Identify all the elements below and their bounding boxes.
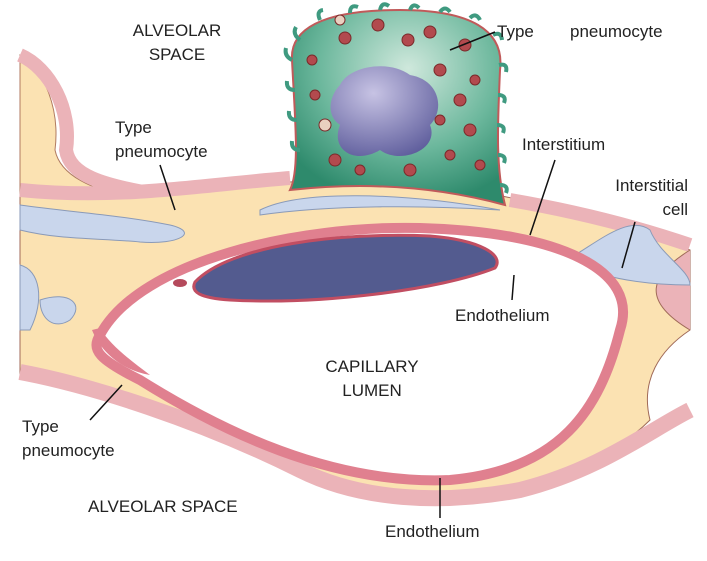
alveolar-space-bottom-label: ALVEOLAR SPACE	[88, 497, 238, 516]
interstitial-cell-label: Interstitial cell	[580, 174, 688, 222]
interstitium-label: Interstitium	[522, 135, 606, 154]
interstitial-fluid	[19, 195, 691, 331]
type-label-top-right: Type	[497, 22, 534, 41]
label-line: pneumocyte	[115, 142, 208, 161]
type-pneumocyte-left-upper-label: Type pneumocyte	[115, 116, 208, 164]
lower-epithelium	[18, 364, 694, 507]
leader-lines	[89, 31, 636, 518]
label-line: pneumocyte	[22, 441, 115, 460]
upper-epithelium	[19, 171, 693, 252]
endothelial-nucleus	[192, 233, 499, 303]
capillary-lumen-label: CAPILLARY LUMEN	[312, 355, 432, 403]
label-line: SPACE	[148, 45, 206, 64]
nucleus	[330, 66, 439, 156]
label-line: LUMEN	[342, 381, 402, 400]
label-line: cell	[662, 200, 688, 219]
label-line: CAPILLARY	[325, 357, 419, 376]
endothelium-upper-label: Endothelium	[455, 306, 550, 325]
lamellar-bodies	[306, 14, 486, 177]
label-line: Type	[22, 417, 59, 436]
label-line: Interstitial	[615, 176, 688, 195]
label-line: Type	[115, 118, 152, 137]
pneumocyte-label-top-right: pneumocyte	[570, 22, 663, 41]
endothelium-lower-label: Endothelium	[385, 522, 480, 541]
label-line: ALVEOLAR	[132, 21, 222, 40]
type-pneumocyte-left-lower-label: Type pneumocyte	[22, 415, 115, 463]
alveolar-space-top-label: ALVEOLAR SPACE	[110, 19, 244, 67]
